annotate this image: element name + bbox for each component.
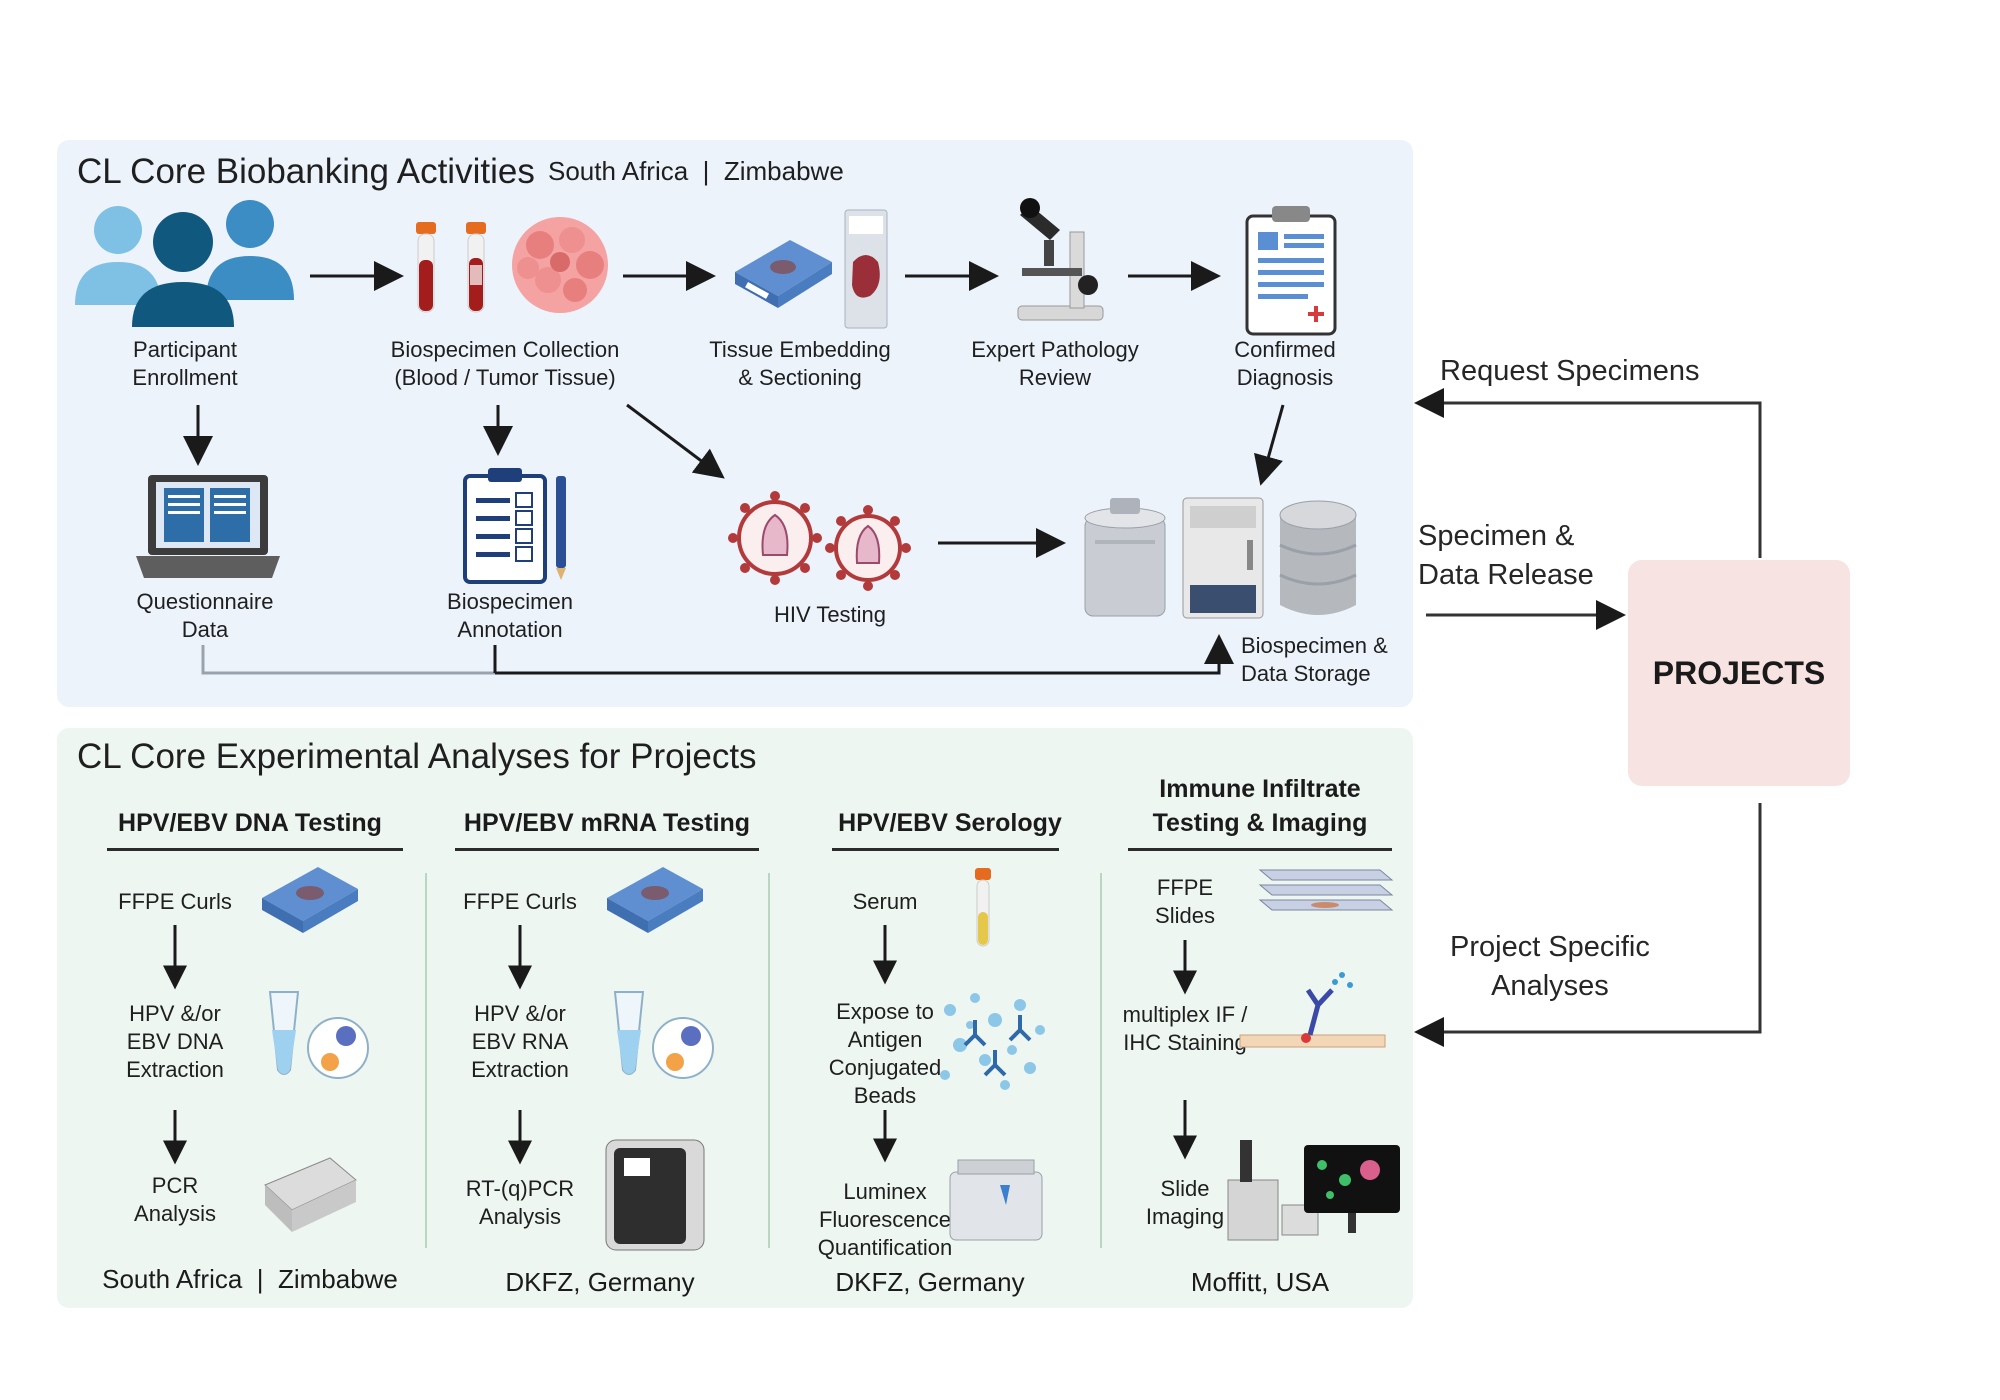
antigen-beads-icon (940, 993, 1045, 1090)
microscope-icon (1017, 198, 1104, 321)
serology-header: HPV/EBV Serology (838, 809, 1062, 837)
participant-enrollment-label: Participant Enrollment (132, 337, 238, 390)
projects-box (1628, 560, 1850, 786)
biobanking-locations: South Africa | Zimbabwe (548, 156, 844, 186)
database-icon (1279, 500, 1357, 615)
immune-location: Moffitt, USA (1190, 1267, 1330, 1297)
antigen-beads-label: Expose to Antigen Conjugated Beads (828, 999, 942, 1108)
analyses-title: CL Core Experimental Analyses for Projec… (77, 737, 757, 776)
hiv-virus-icon (728, 491, 911, 591)
projects-label: PROJECTS (1652, 655, 1826, 691)
project-analyses-label: Project Specific Analyses (1450, 931, 1650, 1002)
people-icon (75, 200, 294, 327)
header-underline (1128, 848, 1392, 851)
flow-arrows (183, 261, 1285, 558)
request-specimens-label: Request Specimens (1440, 355, 1700, 387)
serum-tube-icon (975, 868, 991, 947)
biospecimen-storage-label: Biospecimen & Data Storage (1241, 633, 1388, 686)
clipboard-diagnosis-icon (1245, 206, 1337, 336)
serology-location: DKFZ, Germany (835, 1267, 1025, 1297)
immune-header: Immune Infiltrate Testing & Imaging (1152, 775, 1368, 837)
column-divider (425, 873, 427, 1248)
multiplex-staining-label: multiplex IF / IHC Staining (1122, 1002, 1248, 1055)
tissue-embedding-label: Tissue Embedding & Sectioning (709, 337, 891, 390)
dna-testing-header: HPV/EBV DNA Testing (118, 809, 382, 837)
dna-extraction-label: HPV &/or EBV DNA Extraction (126, 1001, 224, 1082)
expert-pathology-label: Expert Pathology Review (971, 337, 1139, 390)
header-underline (107, 848, 403, 851)
specimen-release-label: Specimen & Data Release (1418, 520, 1594, 591)
laptop-icon (136, 475, 280, 578)
column-divider (1100, 873, 1102, 1248)
blood-tube-icon (416, 222, 486, 313)
checklist-icon (463, 468, 566, 584)
pcr-analysis-label: PCR Analysis (134, 1173, 216, 1226)
eppendorf-tube-icon (268, 991, 714, 1079)
serum-label: Serum (852, 889, 918, 914)
dna-ffpe-curls-label: FFPE Curls (118, 889, 232, 914)
confirmed-diagnosis-label: Confirmed Diagnosis (1234, 337, 1336, 390)
dna-location: South Africa | Zimbabwe (102, 1264, 398, 1294)
cryo-tank-icon (1084, 498, 1166, 617)
storage-connector (201, 634, 1234, 675)
header-underline (832, 848, 1059, 851)
mrna-ffpe-curls-label: FFPE Curls (463, 889, 577, 914)
slide-imaging-label: Slide Imaging (1145, 1176, 1225, 1229)
analysis-flow-arrows (163, 925, 1197, 1165)
imaging-station-icon (1227, 1140, 1400, 1241)
microscope-slide-icon (844, 209, 888, 329)
projects-flow-lines (1414, 388, 1762, 1047)
rna-extraction-label: HPV &/or EBV RNA Extraction (471, 1001, 569, 1082)
freezer-icon (1182, 497, 1264, 619)
luminex-label: Luminex Fluorescence Quantification (817, 1179, 953, 1260)
mrna-testing-header: HPV/EBV mRNA Testing (463, 809, 751, 837)
rtqpcr-analysis-label: RT-(q)PCR Analysis (465, 1176, 575, 1229)
ffpe-slides-label: FFPE Slides (1155, 875, 1215, 928)
questionnaire-data-label: Questionnaire Data (136, 589, 274, 642)
tissue-cassette-icon (262, 867, 703, 933)
hiv-testing-label: HIV Testing (773, 602, 887, 627)
luminex-machine-icon (949, 1159, 1043, 1241)
biospecimen-collection-label: Biospecimen Collection (Blood / Tumor Ti… (390, 337, 620, 390)
antibody-staining-icon (1239, 972, 1386, 1048)
pcr-machine-icon (264, 1157, 357, 1232)
biospecimen-annotation-label: Biospecimen Annotation (447, 589, 573, 642)
column-divider (768, 873, 770, 1248)
qpcr-machine-icon (605, 1139, 705, 1251)
tissue-cassette-icon (735, 240, 832, 308)
stacked-slides-icon (1258, 869, 1394, 911)
header-underline (455, 848, 759, 851)
biobanking-title: CL Core Biobanking Activities (77, 152, 535, 191)
mrna-location: DKFZ, Germany (505, 1267, 695, 1297)
tumor-tissue-icon (512, 217, 608, 313)
